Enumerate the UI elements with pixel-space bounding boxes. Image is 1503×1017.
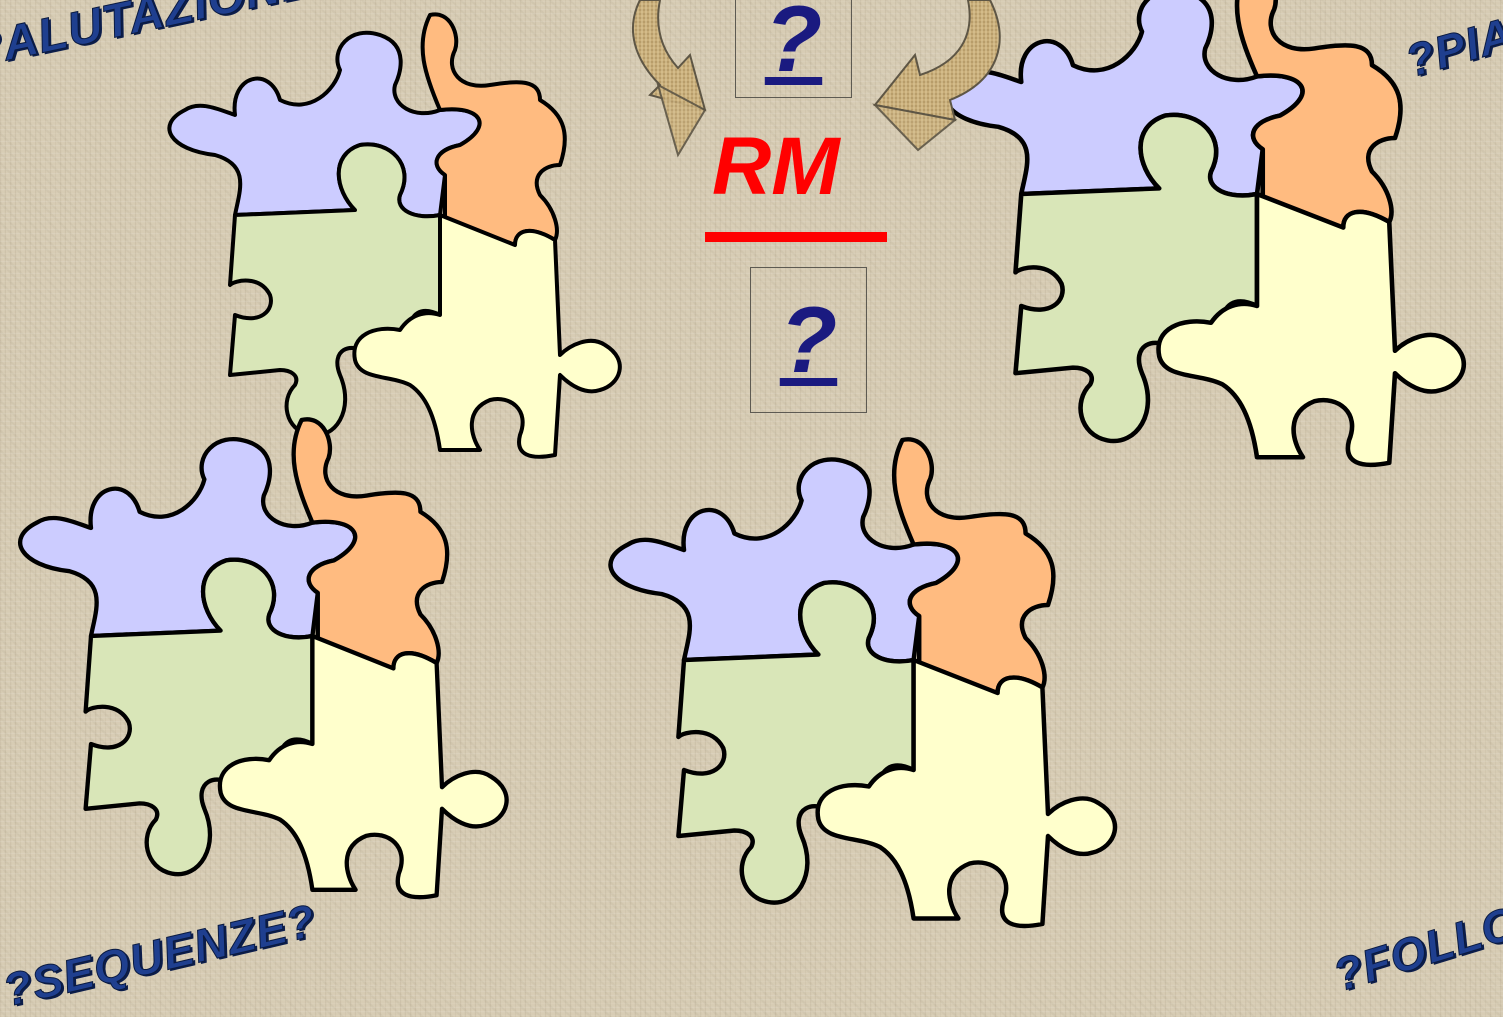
puzzle-cluster-top-left bbox=[169, 14, 619, 456]
question-mark-middle[interactable]: ? bbox=[780, 293, 837, 387]
curved-arrow-right-icon bbox=[875, 0, 1000, 150]
question-mark-top[interactable]: ? bbox=[765, 0, 822, 86]
curved-arrow-left-icon bbox=[633, 0, 705, 155]
rm-underline bbox=[705, 232, 887, 242]
puzzle-cluster-bottom-right bbox=[611, 439, 1115, 926]
question-box-top[interactable]: ? bbox=[735, 0, 852, 98]
puzzle-cluster-top-right bbox=[946, 0, 1464, 465]
question-box-middle[interactable]: ? bbox=[750, 267, 867, 413]
puzzle-cluster-bottom-left bbox=[20, 419, 506, 897]
rm-label: RM bbox=[712, 126, 840, 208]
